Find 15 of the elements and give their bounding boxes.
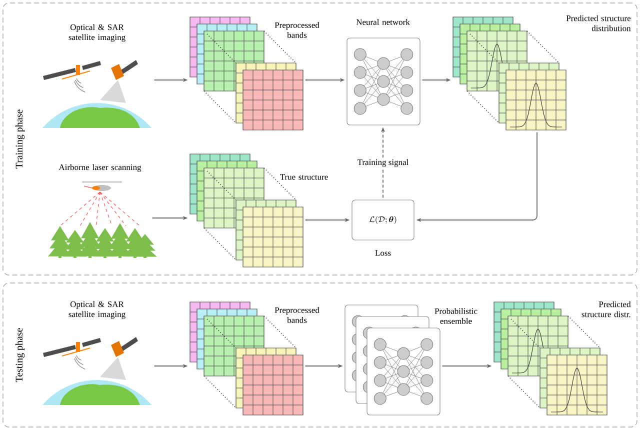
source-label: Optical & SAR satellite imaging	[68, 24, 126, 42]
phase-label: Testing phase	[15, 328, 25, 382]
stack-label: Predicted structure distribution	[566, 15, 631, 32]
ensemble-label: Probabilistic ensemble	[434, 308, 478, 324]
stack-label: Predicted structure distr.	[582, 301, 631, 318]
stack-label: Preprocessed bands	[274, 307, 320, 323]
source-label: Optical & SAR satellite imaging	[68, 301, 126, 319]
network-label: Neural network	[356, 19, 410, 25]
stack-label: True structure	[280, 174, 328, 180]
phase-label: Training phase	[15, 110, 25, 168]
stack-label: Preprocessed bands	[274, 22, 320, 38]
source-label: Airborne laser scanning	[58, 164, 142, 172]
loss-label: Loss	[375, 250, 391, 256]
loss-box: $\mathcal{L}(\mathcal{D};\boldsymbol{\theta})$	[352, 200, 414, 240]
edge-label: Training signal	[356, 158, 410, 168]
